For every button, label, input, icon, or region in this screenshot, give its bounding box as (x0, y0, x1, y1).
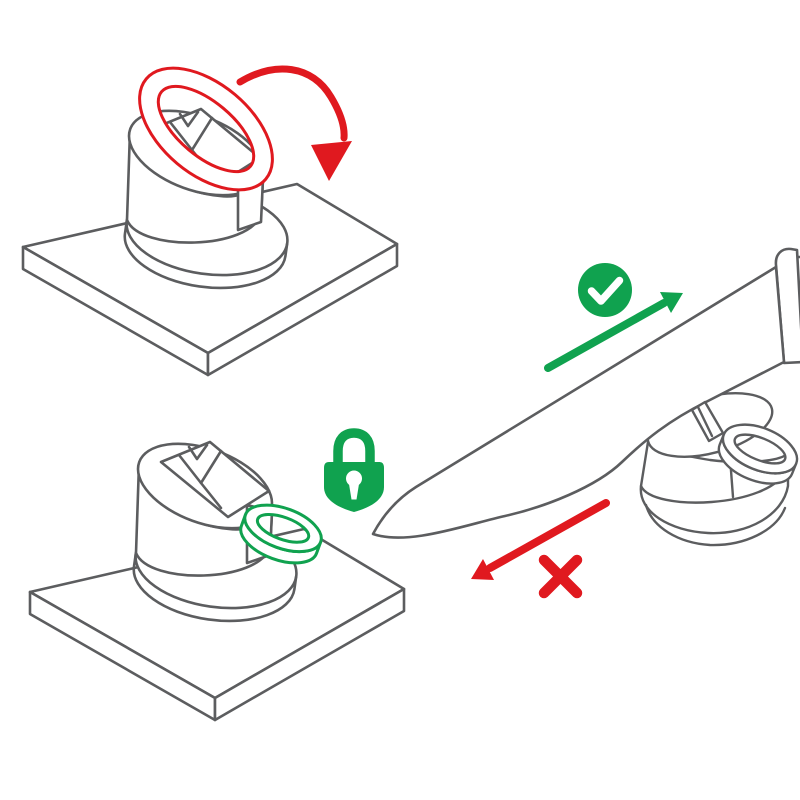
step3-sharpening-direction (371, 247, 800, 599)
rotate-arrow-shaft (236, 65, 348, 142)
push-direction-arrow-icon (471, 499, 610, 580)
pull-arrow-head (660, 292, 683, 313)
padlock-shackle (333, 428, 375, 465)
sharpening-slot-peak (178, 110, 200, 128)
push-arrow-shaft (486, 499, 610, 572)
handle-ring-folded (239, 503, 323, 565)
handle-ring-folded-band (243, 503, 323, 554)
sharpener-right-ring (717, 423, 799, 485)
sharpener-right-slot-guard (690, 400, 725, 443)
padlock-icon (324, 428, 384, 512)
sharpener-right-skirt-lower (644, 503, 787, 547)
pull-direction-arrow-icon (544, 292, 683, 372)
step2-locked-position (28, 425, 406, 722)
padlock-keyhole (346, 470, 362, 500)
sharpener-right-ring-band (721, 423, 799, 475)
slot-guard-groove (696, 405, 714, 438)
rotate-arrow-head (311, 141, 352, 181)
plate-right-side (206, 242, 399, 377)
handle-ring-raised-band (138, 66, 274, 192)
handle-ring-raised (138, 66, 274, 192)
cross-mark-icon (538, 554, 583, 599)
knife (371, 247, 800, 539)
knife-blade (371, 265, 786, 539)
step1-unfold-handle (21, 65, 399, 377)
check-mark (587, 276, 624, 305)
rotate-arrow-icon (236, 65, 352, 181)
sharpener-body (123, 107, 289, 290)
cross-arm-2 (538, 554, 583, 599)
push-arrow-head (471, 559, 494, 580)
check-circle-disc (578, 263, 632, 317)
pull-arrow-shaft (544, 299, 668, 372)
check-circle-icon (578, 263, 632, 317)
